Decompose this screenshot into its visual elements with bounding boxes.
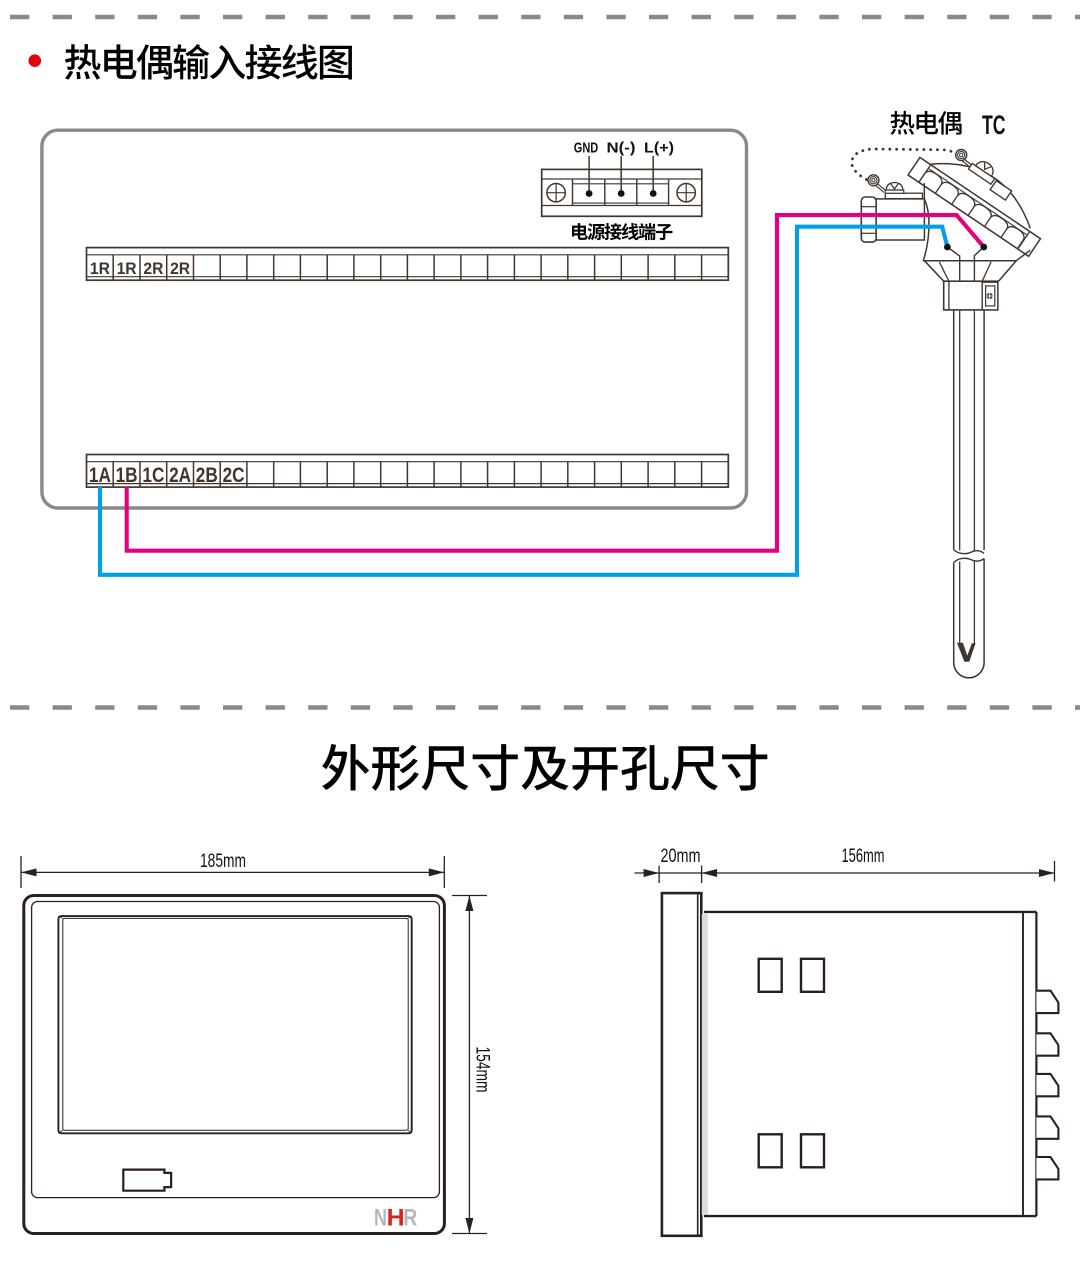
svg-text:1R: 1R [90, 259, 110, 278]
svg-text:1B: 1B [116, 464, 138, 487]
svg-text:N: N [374, 1204, 387, 1231]
svg-text:2B: 2B [196, 464, 218, 487]
svg-text:1A: 1A [89, 464, 111, 487]
svg-text:N(-): N(-) [607, 141, 636, 157]
svg-text:154mm: 154mm [471, 1047, 493, 1093]
svg-text:2C: 2C [223, 464, 245, 487]
svg-text:2R: 2R [170, 259, 190, 278]
svg-text:L(+): L(+) [644, 141, 674, 157]
svg-text:2R: 2R [143, 259, 163, 278]
svg-text:H: H [387, 1204, 405, 1231]
svg-text:R: R [403, 1204, 417, 1231]
svg-text:2A: 2A [169, 464, 191, 487]
svg-text:156mm: 156mm [842, 845, 885, 867]
svg-text:185mm: 185mm [200, 850, 246, 872]
svg-text:1R: 1R [117, 259, 137, 278]
svg-text:1C: 1C [142, 464, 164, 487]
svg-text:TC: TC [982, 110, 1006, 140]
svg-text:20mm: 20mm [661, 845, 701, 867]
svg-text:GND: GND [574, 141, 599, 157]
